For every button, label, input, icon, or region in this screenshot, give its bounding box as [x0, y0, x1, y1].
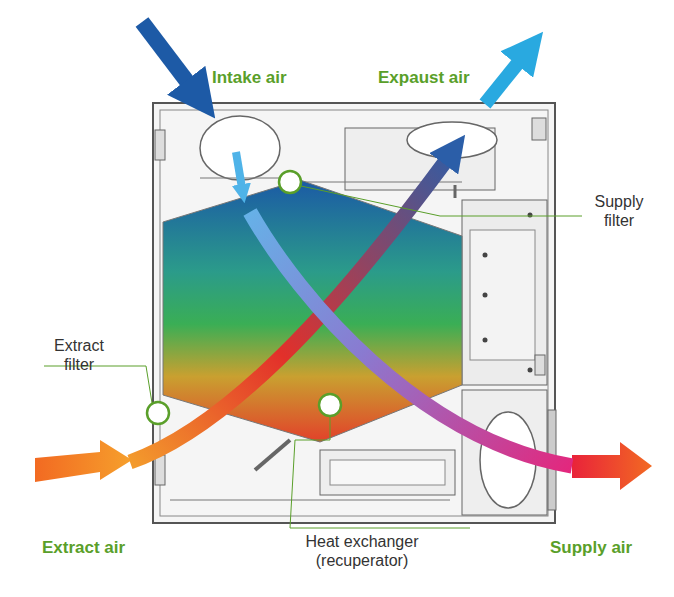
part-label: Extract filter [46, 336, 112, 374]
flow-label: Extract air [42, 538, 125, 558]
part-label: Heat exchanger (recuperator) [292, 532, 432, 570]
flow-label: Expaust air [378, 68, 470, 88]
flow-label: Supply air [550, 538, 632, 558]
flow-label: Intake air [212, 68, 287, 88]
part-label: Supply filter [586, 192, 652, 230]
